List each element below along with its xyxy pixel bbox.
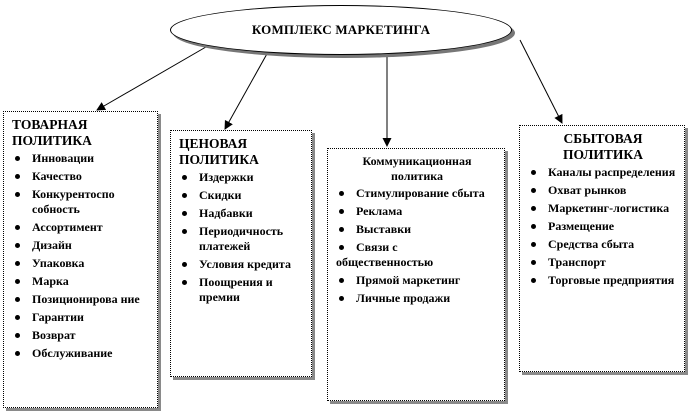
list-item: Каналы распределения bbox=[528, 165, 678, 180]
price-policy-box: ЦЕНОВАЯ ПОЛИТИКА Издержки Скидки Надбавк… bbox=[170, 130, 312, 377]
list-item: Обслуживание bbox=[12, 346, 151, 361]
arrow-to-product-policy bbox=[96, 39, 219, 111]
list-item: Торговые предприятия bbox=[528, 273, 678, 288]
list-item: Качество bbox=[12, 169, 151, 184]
list-item: Периодичность платежей bbox=[179, 224, 305, 254]
arrow-to-price-policy bbox=[224, 51, 269, 130]
list-item: Средства сбыта bbox=[528, 237, 678, 252]
price-policy-list: Издержки Скидки Надбавки Периодичность п… bbox=[179, 170, 305, 305]
list-item: Дизайн bbox=[12, 238, 151, 253]
sales-policy-box: СБЫТОВАЯ ПОЛИТИКА Каналы распределения О… bbox=[519, 125, 685, 372]
product-policy-box: ТОВАРНАЯ ПОЛИТИКА Инновации Качество Кон… bbox=[3, 111, 158, 408]
price-policy-title: ЦЕНОВАЯ ПОЛИТИКА bbox=[179, 136, 259, 167]
list-item: Выставки bbox=[336, 222, 498, 237]
marketing-mix-root-node: КОМПЛЕКС МАРКЕТИНГА bbox=[170, 5, 512, 55]
list-item: Позиционирова ние bbox=[12, 292, 151, 307]
list-item: Издержки bbox=[179, 170, 305, 185]
communication-policy-box: Коммуникационная политика Стимулирование… bbox=[327, 148, 505, 401]
list-item: Поощрения и премии bbox=[179, 275, 305, 305]
list-item: Инновации bbox=[12, 151, 151, 166]
list-item: Маркетинг-логистика bbox=[528, 201, 678, 216]
list-item: Реклама bbox=[336, 204, 498, 219]
product-policy-list: Инновации Качество Конкурентоспо собност… bbox=[12, 151, 151, 361]
list-item: Ассортимент bbox=[12, 220, 151, 235]
sales-policy-title: СБЫТОВАЯ ПОЛИТИКА bbox=[563, 131, 643, 162]
list-item: общественностью bbox=[336, 255, 434, 269]
list-item: Скидки bbox=[179, 188, 305, 203]
list-item: Связи с bbox=[336, 240, 498, 255]
list-item: Надбавки bbox=[179, 206, 305, 221]
communication-policy-title: Коммуникационная политика bbox=[362, 154, 472, 183]
list-item: Транспорт bbox=[528, 255, 678, 270]
list-item: Личные продажи bbox=[336, 291, 498, 306]
product-policy-title: ТОВАРНАЯ ПОЛИТИКА bbox=[12, 117, 92, 148]
list-item: Прямой маркетинг bbox=[336, 273, 498, 288]
root-label: КОМПЛЕКС МАРКЕТИНГА bbox=[251, 22, 431, 37]
arrow-to-sales-policy bbox=[519, 39, 563, 124]
sales-policy-list: Каналы распределения Охват рынков Маркет… bbox=[528, 165, 678, 288]
list-item: Возврат bbox=[12, 328, 151, 343]
list-item: Конкурентоспо собность bbox=[12, 187, 151, 217]
list-item: Условия кредита bbox=[179, 257, 305, 272]
list-item: Гарантии bbox=[12, 310, 151, 325]
list-item: Охват рынков bbox=[528, 183, 678, 198]
communication-policy-list: Стимулирование сбыта Реклама Выставки Св… bbox=[336, 186, 498, 306]
list-item: Стимулирование сбыта bbox=[336, 186, 498, 201]
list-item: Упаковка bbox=[12, 256, 151, 271]
list-item: Марка bbox=[12, 274, 151, 289]
list-item: Размещение bbox=[528, 219, 678, 234]
